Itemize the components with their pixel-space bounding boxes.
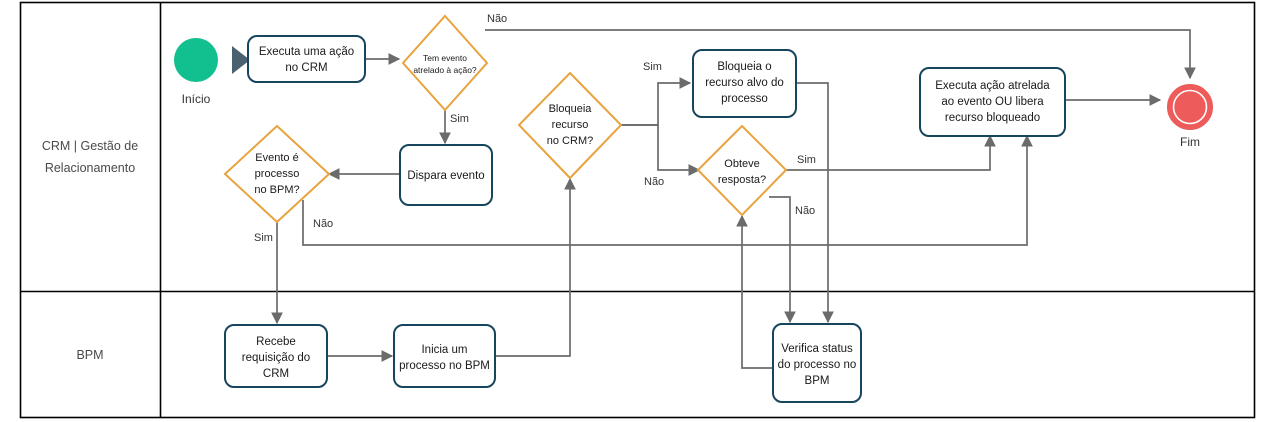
lane-label-crm: CRM | Gestão de Relacionamento — [42, 139, 138, 175]
gateway-obteve-resposta[interactable]: Obteve resposta? — [696, 124, 788, 217]
task-executa-acao-crm[interactable]: Executa uma ação no CRM — [247, 35, 366, 83]
task-label-line2: recurso alvo do — [705, 77, 784, 89]
start-event[interactable]: Início — [174, 38, 218, 106]
flow-g4-nao-to-t7 — [769, 196, 796, 324]
flow-label-g3-nao: Não — [644, 176, 664, 188]
task-shape[interactable] — [247, 35, 366, 83]
end-event-label: Fim — [1180, 135, 1200, 149]
task-label-line3: recurso bloqueado — [945, 112, 1040, 124]
end-event-ring[interactable] — [1167, 84, 1213, 130]
task-label-line1: Bloqueia o — [717, 61, 771, 73]
flow-t3-to-t7 — [796, 82, 834, 324]
play-triangle-icon — [232, 46, 250, 74]
flow-g2-nao-to-t4 — [302, 134, 1033, 246]
gateway-label-line2: resposta? — [718, 174, 766, 186]
flow-labels: Não Sim Sim Não Sim Não Sim Não — [254, 13, 816, 244]
task-label-line2: processo no BPM — [399, 360, 490, 372]
task-label-line3: CRM — [263, 368, 289, 380]
gateway-evento-e-processo-bpm[interactable]: Evento é processo no BPM? — [223, 124, 331, 224]
flow-t6-to-g3 — [495, 177, 576, 357]
flow-t7-to-g4 — [736, 214, 773, 369]
task-shape[interactable] — [772, 323, 862, 403]
task-verifica-status-processo[interactable]: Verifica status do processo no BPM — [772, 323, 862, 403]
gateway-tem-evento-atrelado[interactable]: Tem evento atrelado à ação? — [401, 14, 489, 112]
gateway-shape[interactable] — [223, 124, 331, 224]
gateway-label-line1: Obteve — [724, 158, 759, 170]
pool — [19, 1, 1256, 419]
flow-g1-nao-to-end — [485, 29, 1196, 80]
flow-label-g3-sim: Sim — [643, 61, 662, 73]
lane-label-bpm: BPM — [76, 348, 103, 362]
task-label-line1: Recebe — [256, 336, 296, 348]
task-inicia-processo-bpm[interactable]: Inicia um processo no BPM — [393, 324, 496, 388]
gateway-label-line1: Tem evento — [423, 53, 467, 63]
gateway-label-line2: recurso — [552, 119, 589, 131]
task-shape[interactable] — [399, 144, 493, 206]
task-label-line2: no CRM — [285, 62, 327, 74]
flow-label-g1-nao: Não — [487, 13, 507, 25]
task-bloqueia-recurso-alvo[interactable]: Bloqueia o recurso alvo do processo — [692, 49, 797, 118]
gateway-label-line2: processo — [255, 168, 300, 180]
flow-label-g4-sim: Sim — [797, 154, 816, 166]
end-event-icon[interactable] — [1172, 89, 1208, 125]
start-event-icon[interactable] — [174, 38, 218, 82]
task-recebe-requisicao-crm[interactable]: Recebe requisição do CRM — [224, 324, 328, 388]
flow-g3-sim-to-t3 — [621, 77, 692, 126]
gateway-shape[interactable] — [696, 124, 788, 217]
task-label-line1: Dispara evento — [407, 170, 484, 182]
flow-label-g2-nao: Não — [313, 218, 333, 230]
task-label-line1: Inicia um — [421, 344, 467, 356]
gateway-label-line1: Evento é — [255, 152, 298, 164]
lane-label-bpm-line1: BPM — [76, 348, 103, 362]
task-shape[interactable] — [393, 324, 496, 388]
gateway-shape[interactable] — [517, 71, 623, 180]
flow-g3-nao-to-g4 — [621, 124, 701, 176]
gateway-shape[interactable] — [401, 14, 489, 112]
start-sequence-marker — [232, 46, 250, 74]
task-executa-acao-atrelada[interactable]: Executa ação atrelada ao evento OU liber… — [919, 67, 1066, 137]
task-label-line2: requisição do — [242, 352, 310, 364]
task-label-line2: do processo no — [778, 359, 857, 371]
task-shape[interactable] — [224, 324, 328, 388]
task-label-line1: Executa ação atrelada — [935, 80, 1050, 92]
gateway-label-line3: no CRM? — [547, 135, 593, 147]
connectors — [271, 29, 1196, 369]
pool-border — [19, 1, 1256, 419]
flow-g4-sim-to-t4 — [785, 134, 996, 171]
task-label-line3: BPM — [805, 375, 830, 387]
task-label-line1: Verifica status — [781, 343, 853, 355]
flow-label-g1-sim: Sim — [450, 113, 469, 125]
gateway-label-line3: no BPM? — [254, 184, 299, 196]
end-event[interactable]: Fim — [1167, 84, 1213, 149]
lane-label-crm-line2: Relacionamento — [45, 161, 135, 175]
gateway-label-line2: atrelado à ação? — [413, 65, 477, 75]
task-label-line2: ao evento OU libera — [941, 96, 1044, 108]
task-shape[interactable] — [919, 67, 1066, 137]
lane-label-crm-line1: CRM | Gestão de — [42, 139, 138, 153]
task-label-line3: processo — [721, 93, 768, 105]
flow-label-g4-nao: Não — [795, 205, 815, 217]
flow-label-g2-sim: Sim — [254, 232, 273, 244]
gateway-bloqueia-recurso-crm[interactable]: Bloqueia recurso no CRM? — [517, 71, 623, 180]
task-label-line1: Executa uma ação — [259, 46, 354, 58]
start-event-label: Início — [182, 92, 211, 106]
gateway-label-line1: Bloqueia — [549, 103, 593, 115]
task-dispara-evento[interactable]: Dispara evento — [399, 144, 493, 206]
task-shape[interactable] — [692, 49, 797, 118]
